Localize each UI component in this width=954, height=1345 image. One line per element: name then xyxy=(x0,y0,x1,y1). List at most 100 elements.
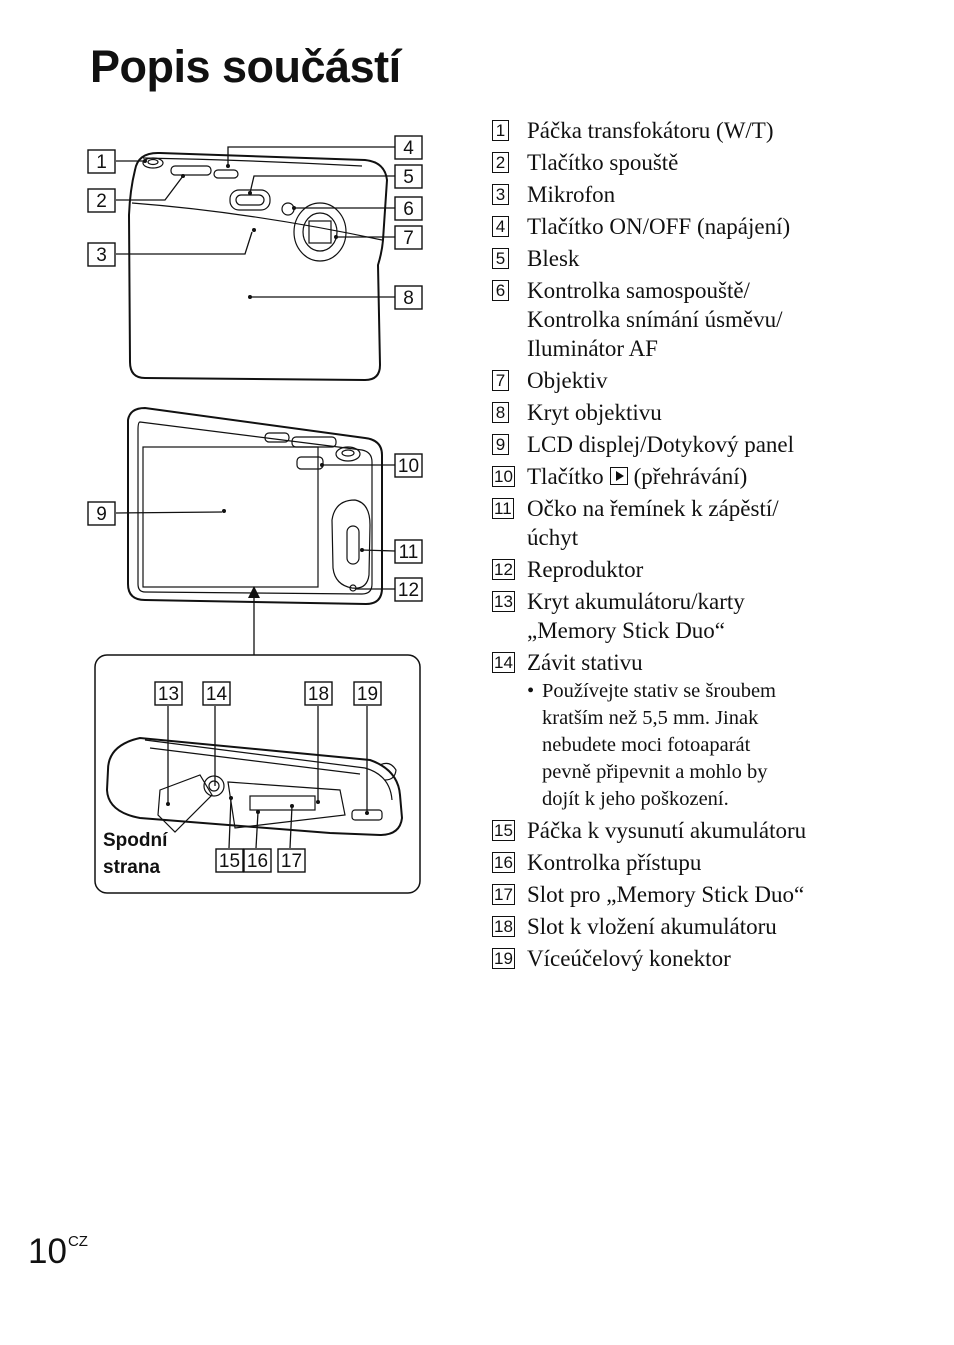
item-text: Tlačítko spouště xyxy=(527,150,679,175)
item-text: Slot k vložení akumulátoru xyxy=(527,914,777,939)
callout-19: 19 xyxy=(353,681,382,706)
svg-text:8: 8 xyxy=(403,288,414,309)
list-item: 14 Závit stativu Používejte stativ se šro… xyxy=(492,648,912,813)
svg-text:10: 10 xyxy=(398,456,419,477)
item-number: 12 xyxy=(492,559,515,580)
callout-18: 18 xyxy=(304,681,333,706)
note-line: Používejte stativ se šroubem xyxy=(542,680,776,702)
item-number: 19 xyxy=(492,948,515,969)
item-number: 9 xyxy=(492,434,509,455)
svg-text:2: 2 xyxy=(96,191,107,212)
note-line: dojít k jeho poškození. xyxy=(542,788,729,810)
item-text-line: Kryt akumulátoru/karty xyxy=(527,589,745,614)
item-number: 7 xyxy=(492,370,509,391)
callout-16: 16 xyxy=(243,848,272,873)
page-number-suffix: CZ xyxy=(67,1233,88,1250)
page-number: 10CZ xyxy=(28,1234,88,1269)
bottom-view-frame xyxy=(94,654,421,894)
item-text: Páčka transfokátoru (W/T) xyxy=(527,118,774,143)
callout-5: 5 xyxy=(394,164,423,189)
item-text: Blesk xyxy=(527,246,580,271)
playback-icon xyxy=(609,467,628,485)
item-number: 1 xyxy=(492,120,509,141)
callout-6: 6 xyxy=(394,196,423,221)
camera-bottom-illustration xyxy=(105,736,404,837)
item-number: 3 xyxy=(492,184,509,205)
item-text: Páčka k vysunutí akumulátoru xyxy=(527,818,807,843)
item-number: 4 xyxy=(492,216,509,237)
page-title: Popis součástí xyxy=(90,41,401,92)
item-number: 14 xyxy=(492,652,515,673)
callout-9: 9 xyxy=(87,501,116,526)
svg-text:19: 19 xyxy=(357,684,378,705)
svg-text:5: 5 xyxy=(403,167,414,188)
item-text: Závit stativu xyxy=(527,650,643,675)
callout-12: 12 xyxy=(394,577,423,602)
item-text: Tlačítko ON/OFF (napájení) xyxy=(527,214,791,239)
svg-text:11: 11 xyxy=(399,542,419,563)
bottom-view-label-line2: strana xyxy=(103,857,160,878)
list-item: 17 Slot pro „Memory Stick Duo“ xyxy=(492,880,912,909)
note-line: nebudete moci fotoaparát xyxy=(542,734,751,756)
tripod-note: Používejte stativ se šroubem kratším než… xyxy=(527,678,912,813)
callout-11: 11 xyxy=(394,539,423,564)
callout-17: 17 xyxy=(277,848,306,873)
camera-front-illustration xyxy=(127,151,389,382)
note-line: kratším než 5,5 mm. Jinak xyxy=(542,707,759,729)
callout-2: 2 xyxy=(87,188,116,213)
item-text-line: Kontrolka samospouště/ xyxy=(527,278,750,303)
callout-13: 13 xyxy=(154,681,183,706)
item-number: 10 xyxy=(492,466,515,487)
svg-text:6: 6 xyxy=(403,199,414,220)
item-number: 11 xyxy=(492,498,514,519)
note-line: pevně připevnit a mohlo by xyxy=(542,761,768,783)
list-item: 12 Reproduktor xyxy=(492,555,912,584)
callout-10: 10 xyxy=(394,453,423,478)
item-text-line: „Memory Stick Duo“ xyxy=(527,618,726,643)
svg-text:13: 13 xyxy=(158,684,179,705)
leader-dots xyxy=(143,159,369,815)
item-number: 8 xyxy=(492,402,509,423)
callout-8: 8 xyxy=(394,285,423,310)
callout-7: 7 xyxy=(394,225,423,250)
camera-back-illustration xyxy=(127,406,383,655)
list-item: 4 Tlačítko ON/OFF (napájení) xyxy=(492,212,912,241)
callout-4: 4 xyxy=(394,135,423,160)
callout-3: 3 xyxy=(87,242,116,267)
svg-text:4: 4 xyxy=(403,138,414,159)
svg-text:17: 17 xyxy=(281,851,302,872)
item-number: 15 xyxy=(492,820,515,841)
list-item: 6 Kontrolka samospouště/Kontrolka snímání… xyxy=(492,276,912,363)
item-text: Slot pro „Memory Stick Duo“ xyxy=(527,882,805,907)
svg-text:15: 15 xyxy=(219,851,240,872)
item-number: 13 xyxy=(492,591,515,612)
svg-text:9: 9 xyxy=(96,504,107,525)
item-number: 6 xyxy=(492,280,509,301)
svg-text:3: 3 xyxy=(96,245,107,266)
item-text-line: Iluminátor AF xyxy=(527,336,658,361)
svg-text:16: 16 xyxy=(247,851,268,872)
svg-text:18: 18 xyxy=(308,684,329,705)
item-number: 16 xyxy=(492,852,515,873)
bottom-view-label-line1: Spodní xyxy=(103,830,168,851)
svg-text:1: 1 xyxy=(96,152,107,173)
item-text: Kryt objektivu xyxy=(527,400,662,425)
item-number: 17 xyxy=(492,884,515,905)
item-text: Reproduktor xyxy=(527,557,644,582)
list-item: 15 Páčka k vysunutí akumulátoru xyxy=(492,816,912,845)
item-text: Víceúčelový konektor xyxy=(527,946,731,971)
item-text-line: Kontrolka snímání úsměvu/ xyxy=(527,307,783,332)
list-item: 19 Víceúčelový konektor xyxy=(492,944,912,973)
item-text: (přehrávání) xyxy=(633,464,748,489)
svg-text:7: 7 xyxy=(403,228,414,249)
list-item: 13 Kryt akumulátoru/karty „Memory Stick Du… xyxy=(492,587,912,645)
